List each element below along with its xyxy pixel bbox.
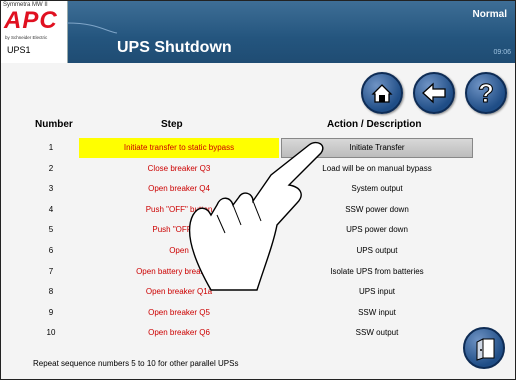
brand-sub: by Schneider Electric xyxy=(5,35,48,40)
table-row: 2 Close breaker Q3 Load will be on manual … xyxy=(1,159,515,179)
row-step: Push "OFF" button xyxy=(145,204,213,214)
row-step: Open breaker Q6 xyxy=(148,328,210,338)
home-icon xyxy=(371,84,393,103)
row-number: 6 xyxy=(48,246,54,255)
row-step: Open xyxy=(169,246,189,255)
header-action: Action / Description xyxy=(327,119,422,130)
row-action: Load will be on manual bypass xyxy=(322,163,432,173)
row-action: SSW output xyxy=(355,328,399,338)
row-step: Push "OFF" bu xyxy=(152,225,206,235)
header-number: Number xyxy=(35,119,73,130)
help-glyph: ? xyxy=(478,78,494,108)
home-button[interactable] xyxy=(361,72,403,114)
row-number: 2 xyxy=(48,163,54,173)
row-action: SSW power down xyxy=(345,204,409,214)
row-number: 3 xyxy=(48,184,54,194)
row-number: 7 xyxy=(48,266,54,276)
row-number: 4 xyxy=(48,204,54,214)
header-curve xyxy=(67,22,118,34)
help-button[interactable]: ? xyxy=(465,72,507,114)
row-action: SSW input xyxy=(358,307,396,317)
table-row: 4 Push "OFF" button SSW power down xyxy=(1,200,515,220)
status-label: Normal xyxy=(472,9,507,20)
brand-line: Symmetra MW II xyxy=(3,2,48,8)
table-row: 7 Open battery breake Q8 Isolate UPS from … xyxy=(1,262,515,282)
help-icon: ? xyxy=(478,78,495,109)
initiate-transfer-button[interactable]: Initiate Transfer xyxy=(281,138,473,158)
row-step: Open battery breake Q8 xyxy=(136,266,222,276)
table-row: 3 Open breaker Q4 System output xyxy=(1,179,515,199)
table-row: 9 Open breaker Q5 SSW input xyxy=(1,303,515,323)
back-button[interactable] xyxy=(413,72,455,114)
table-row: 10 Open breaker Q6 SSW output xyxy=(1,323,515,343)
apc-logo: APC xyxy=(4,7,58,34)
exit-button[interactable] xyxy=(463,327,505,369)
row-step: Open breaker Q4 xyxy=(148,184,210,194)
row-step: Initiate transfer to static bypass xyxy=(79,138,279,158)
table-row: 6 Open UPS output xyxy=(1,241,515,261)
row-step: Close breaker Q3 xyxy=(147,163,211,173)
row-step: Open breaker Q1a xyxy=(145,287,213,297)
row-step: Open breaker Q5 xyxy=(148,307,210,317)
row-action: UPS output xyxy=(356,246,398,255)
header-step: Step xyxy=(161,119,183,130)
header-bar: Symmetra MW II APC by Schneider Electric… xyxy=(1,1,515,63)
row-action: UPS input xyxy=(358,287,396,297)
exit-door-icon xyxy=(476,338,495,361)
row-number: 10 xyxy=(46,328,56,338)
clock: 09:06 xyxy=(493,49,511,56)
page-title: UPS Shutdown xyxy=(117,39,232,56)
table-row: 5 Push "OFF" bu UPS power down xyxy=(1,220,515,240)
row-action: System output xyxy=(351,184,403,194)
row-action: Isolate UPS from batteries xyxy=(330,266,424,276)
row-action: UPS power down xyxy=(346,225,408,235)
logo-panel: Symmetra MW II APC by Schneider Electric… xyxy=(1,1,68,63)
footer-note: Repeat sequence numbers 5 to 10 for othe… xyxy=(33,359,239,368)
row-number: 8 xyxy=(48,287,54,297)
back-arrow-icon xyxy=(422,82,446,104)
unit-label: UPS1 xyxy=(7,45,31,55)
row-number: 9 xyxy=(48,307,54,317)
row-number: 5 xyxy=(48,225,54,235)
table-row: 8 Open breaker Q1a UPS input xyxy=(1,282,515,302)
row-number: 1 xyxy=(48,143,54,152)
